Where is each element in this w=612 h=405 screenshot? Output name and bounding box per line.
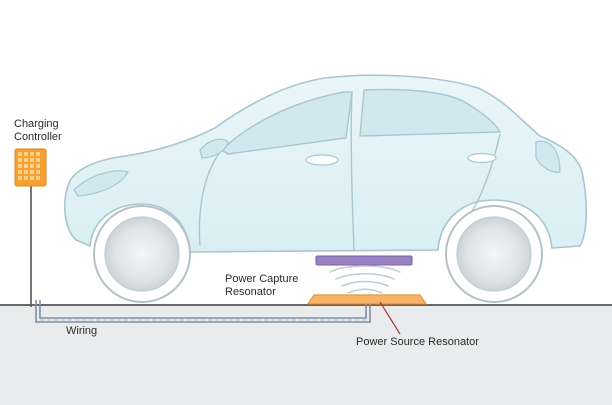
power-capture-resonator	[315, 255, 413, 266]
charging-controller-box	[14, 148, 47, 187]
front-door-line	[469, 133, 501, 215]
power-capture-label-line1: Power Capture	[225, 273, 299, 285]
magnetic-field-waves	[329, 265, 401, 294]
center-pillar	[350, 91, 355, 251]
charging-controller-label-line1: Charging	[14, 118, 59, 130]
charging-controller-label: Charging Controller	[14, 118, 62, 144]
front-window	[359, 88, 502, 137]
tail-light	[73, 170, 129, 197]
wiring-path	[35, 300, 371, 323]
power-source-resonator	[306, 294, 428, 305]
source-leader-line	[379, 301, 401, 335]
headlight	[535, 140, 561, 173]
power-capture-label-line2: Resonator	[225, 286, 276, 298]
front-door-handle	[467, 152, 497, 164]
wiring-label: Wiring	[66, 325, 98, 337]
rear-door-line	[198, 151, 221, 247]
charging-controller-label-line2: Controller	[14, 131, 62, 143]
front-wheel	[445, 205, 543, 303]
side-mirror	[199, 138, 229, 159]
power-source-label: Power Source Resonator	[356, 336, 479, 348]
power-capture-label: Power Capture Resonator	[225, 273, 298, 299]
rear-door-handle	[305, 154, 339, 166]
rear-wheel	[93, 205, 191, 303]
